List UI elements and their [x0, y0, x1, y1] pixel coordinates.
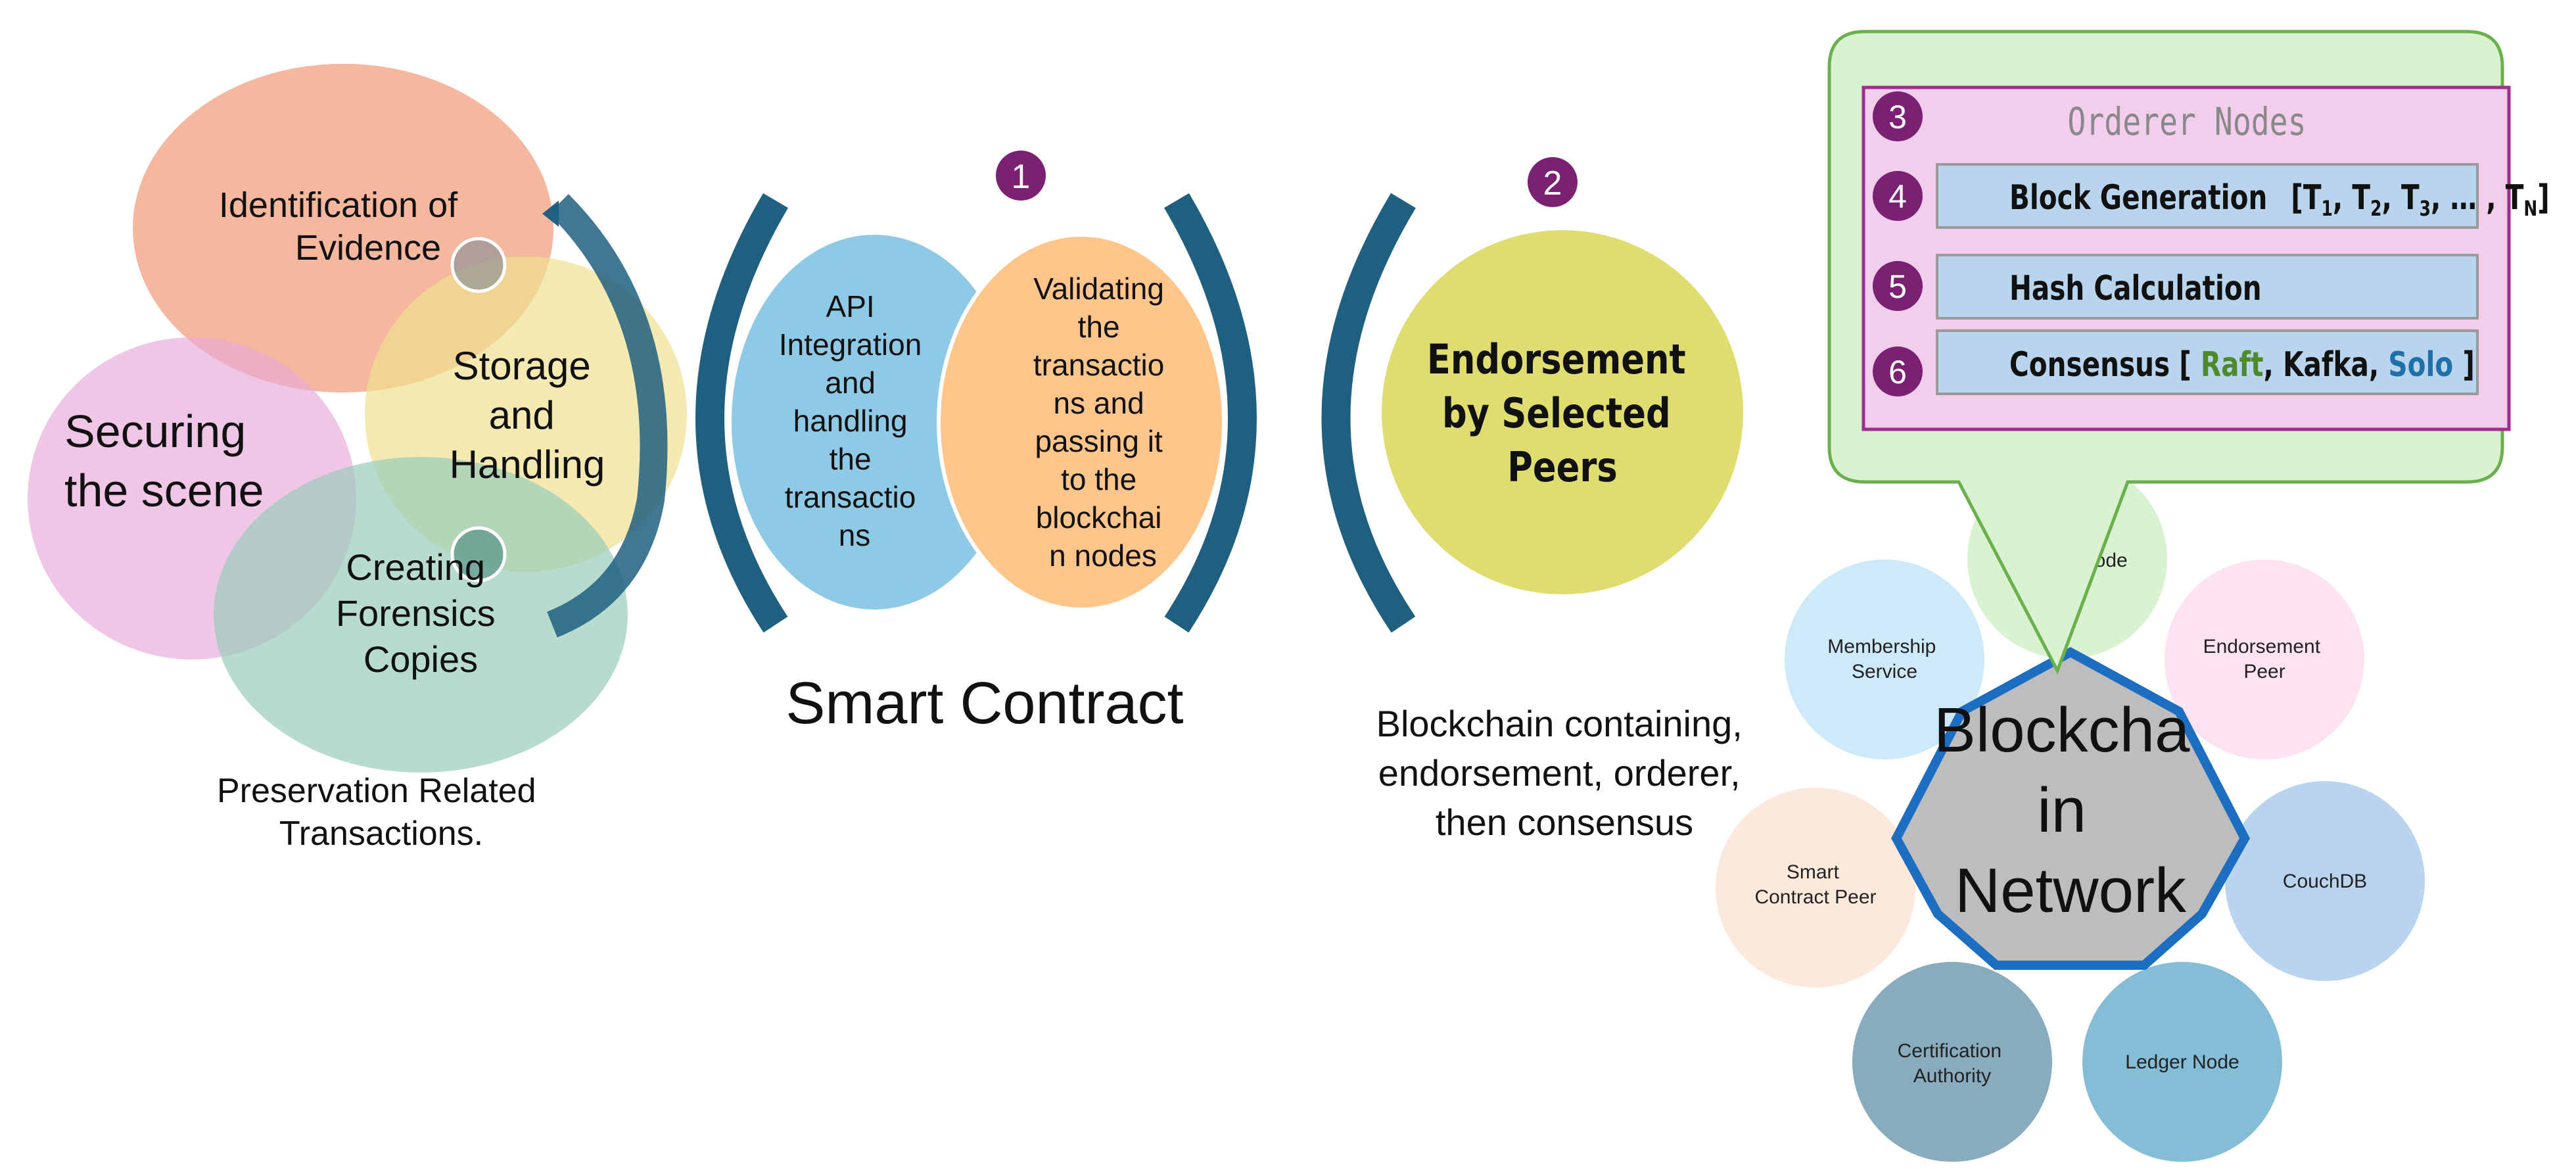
step-4-number: 4	[1888, 178, 1907, 215]
securing-label: Securing the scene	[64, 406, 264, 516]
forensics-label: Creating Forensics Copies	[336, 546, 505, 680]
endorsement-bubble	[1382, 230, 1743, 594]
network-hexagon	[1891, 647, 2250, 970]
smart-contract-right-bracket	[1164, 193, 1257, 633]
endorsement-peer-label: Endorsement Peer	[2203, 636, 2326, 682]
step-6-badge	[1873, 347, 1923, 396]
step-4-badge	[1873, 171, 1923, 221]
step-2-number: 2	[1543, 164, 1562, 203]
connector-dot-top	[450, 237, 507, 293]
network-center-label: Blockcha in Network	[1934, 695, 2207, 926]
hash-calculation-label: Hash Calculation	[2009, 268, 2262, 308]
ledger-node	[2082, 962, 2282, 1162]
storage-label: Storage and Handling	[450, 344, 605, 487]
orderer-panel-title: Orderer Nodes	[2067, 100, 2306, 144]
endorsement-peer-node	[2165, 560, 2364, 759]
endorsement-group: 2 Endorsement by Selected Peers Blockcha…	[1321, 157, 1753, 843]
step-3-badge	[1873, 91, 1923, 141]
api-bubble	[732, 235, 1017, 609]
preservation-caption: Preservation Related Transactions.	[217, 772, 546, 853]
certification-node	[1852, 962, 2052, 1162]
forensics-bubble	[214, 457, 628, 773]
step-2-badge	[1528, 157, 1578, 207]
smart-contract-group: 1 API Integration and handling the trans…	[695, 151, 1257, 736]
endorsement-caption: Blockchain containing, endorsement, orde…	[1376, 703, 1753, 843]
smart-contract-peer-label: Smart Contract Peer	[1754, 861, 1876, 908]
couchdb-label: CouchDB	[2283, 871, 2367, 892]
step-1-number: 1	[1012, 158, 1031, 196]
solo-option: Solo	[2388, 345, 2453, 384]
smart-contract-peer-node	[1716, 788, 1915, 988]
identification-label: Identification of Evidence	[219, 185, 467, 268]
arrow-tip	[542, 201, 559, 227]
smart-contract-left-bracket	[695, 193, 788, 633]
ledger-label: Ledger Node	[2125, 1051, 2239, 1073]
membership-node-label: Membership Service	[1827, 636, 1941, 682]
endorsement-bracket	[1321, 193, 1416, 633]
hash-calculation-row	[1936, 254, 2479, 320]
block-generation-label: Block Generation [T1, T2, T3, … , TN]	[2009, 178, 2550, 221]
api-label: API Integration and handling the transac…	[779, 289, 930, 552]
step-5-badge	[1873, 261, 1923, 311]
orderer-callout: 3 Orderer Nodes 4 Block Generation [T1, …	[1827, 30, 2550, 675]
membership-node	[1785, 560, 1984, 759]
couchdb-node	[2225, 781, 2425, 981]
preservation-bracket	[546, 194, 668, 638]
smart-contract-caption: Smart Contract	[785, 671, 1183, 736]
consensus-row	[1936, 329, 2479, 395]
kafka-option: Kafka	[2283, 345, 2369, 384]
raft-option: Raft	[2201, 345, 2264, 384]
certification-label: Certification Authority	[1898, 1040, 2007, 1087]
step-1-badge	[996, 151, 1046, 201]
step-5-number: 5	[1888, 268, 1907, 305]
consensus-label: Consensus [ Raft, Kafka, Solo ]	[2009, 345, 2475, 384]
connector-dot-bottom	[450, 526, 507, 583]
preservation-cluster: Identification of Evidence Storage and H…	[28, 64, 687, 853]
block-generation-row	[1936, 163, 2479, 229]
endorsement-label: Endorsement by Selected Peers	[1427, 336, 1698, 491]
step-3-number: 3	[1888, 99, 1907, 135]
validating-label: Validating the transactio ns and passing…	[1033, 272, 1173, 573]
step-6-number: 6	[1888, 354, 1907, 391]
network-group: Blockcha in Network Orderer Node Members…	[1716, 459, 2425, 1162]
validating-bubble	[937, 233, 1226, 611]
